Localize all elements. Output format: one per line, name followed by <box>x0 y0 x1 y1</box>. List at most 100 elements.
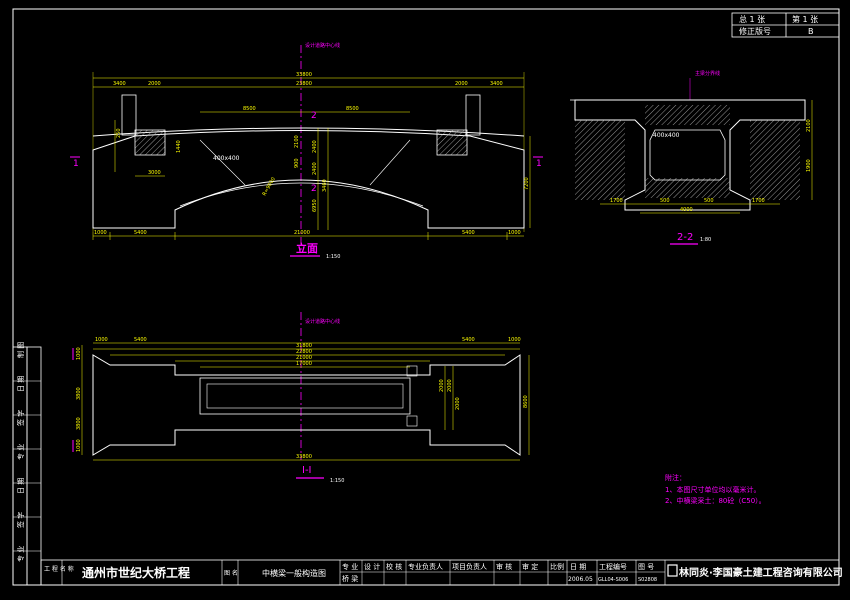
section22-bottom-dim: 1700 <box>610 198 623 204</box>
notes-line: 2、中横梁采土：80砼（C50）。 <box>665 496 766 505</box>
plan-top-dim: 1000 <box>95 337 108 343</box>
elevation-bottom-dim: 1000 <box>94 230 107 236</box>
number-label: 工程编号 <box>599 562 627 571</box>
project-name: 通州市世纪大桥工程 <box>82 565 190 580</box>
elevation-mid-dim: 8500 <box>243 106 256 112</box>
elevation-top-dim: 2000 <box>148 81 161 87</box>
sheet-index: 第 1 张 <box>792 14 818 24</box>
role-value: 桥 梁 <box>342 574 358 583</box>
section22-bottom-dim: 500 <box>704 198 714 204</box>
plan-overall-dim: 31800 <box>296 343 312 349</box>
elevation-bottom-dim: 21000 <box>294 230 310 236</box>
sheet-no-label: 图 号 <box>638 563 654 571</box>
role-header: 校 核 <box>386 562 402 571</box>
elevation-title: 立面 <box>296 241 318 255</box>
notes: 附注： 1、本图尺寸单位均以毫米计。 2、中横梁采土：80砼（C50）。 <box>665 473 766 505</box>
revision-label: 修正版号 <box>739 26 771 36</box>
elevation-misc-dim: 900 <box>294 158 300 168</box>
role-header: 专 业 <box>342 562 358 571</box>
plan-left-dim: 1000 <box>76 347 82 360</box>
notes-title: 附注： <box>665 473 686 482</box>
plan-scale: 1:150 <box>330 478 344 484</box>
left-strip-label: 制 图 <box>16 342 25 358</box>
plan-top-dim: 5400 <box>134 337 147 343</box>
left-strip-label: 日 期 <box>17 376 25 392</box>
plan-centerline-label: 设计道路中心线 <box>305 318 340 325</box>
elevation-section-mark: 2 <box>311 184 317 194</box>
notes-line: 1、本图尺寸单位均以毫米计。 <box>665 485 760 494</box>
section22-bottom-total: 4000 <box>680 207 693 213</box>
elevation-center-dim: 2400 <box>312 162 318 175</box>
section22-box-label: 400x400 <box>653 132 680 139</box>
section-2-2-view: 主梁分界线 400x400 1700 500 500 1700 4000 210… <box>570 70 813 245</box>
section22-bottom-dim: 1700 <box>752 198 765 204</box>
elevation-bottom-dim: 1000 <box>508 230 521 236</box>
section22-label: 主梁分界线 <box>695 70 720 77</box>
plan-overall-dim: 17000 <box>296 361 312 367</box>
role-header: 审 定 <box>522 562 538 571</box>
role-header: 设 计 <box>364 562 380 571</box>
sheet-header: 总 1 张 第 1 张 修正版号 B <box>731 12 840 38</box>
ratio-label: 比例 <box>550 562 564 571</box>
elevation-section-mark: 1 <box>536 159 542 169</box>
company-logo-icon <box>667 564 678 577</box>
elevation-top-dim: 2000 <box>455 81 468 87</box>
plan-right-dim: 2000 <box>447 379 453 392</box>
elevation-center-dim: 3460 <box>322 179 328 192</box>
elevation-left-dim: 250 <box>116 128 122 138</box>
role-header: 专业负责人 <box>408 562 443 571</box>
elevation-center-dim: 6950 <box>312 199 318 212</box>
left-strip: 制 图 日 期 签 字 专 业 日 期 签 字 专 业 <box>12 342 42 586</box>
elevation-section-mark: 1 <box>73 159 79 169</box>
section22-scale: 1:80 <box>700 237 711 243</box>
elevation-top-dim: 3400 <box>490 81 503 87</box>
elevation-box-label: 400x400 <box>213 155 240 162</box>
elevation-misc-dim: 2100 <box>294 135 300 148</box>
plan-overall-dim: 21000 <box>296 355 312 361</box>
role-header: 审 核 <box>496 562 512 571</box>
plan-overall-dim: 22800 <box>296 349 312 355</box>
plan-right-dim: 2000 <box>455 397 461 410</box>
plan-view: 设计道路中心线 1000 5400 5400 1000 31800 22800 … <box>72 312 530 484</box>
elevation-left-dim: 1440 <box>176 140 182 153</box>
elevation-bottom-dim: 5400 <box>462 230 475 236</box>
left-strip-label: 专 业 <box>16 444 25 460</box>
drawing-label: 图 名 <box>224 569 238 577</box>
elevation-overall-dim-2: 23800 <box>296 81 312 87</box>
elevation-bottom-dim: 5400 <box>134 230 147 236</box>
project-label: 工 程 名 称 <box>44 565 74 573</box>
section22-title: 2-2 <box>677 232 693 243</box>
elevation-overall-dim: 33800 <box>296 72 312 78</box>
number-value: GLL04-S006 <box>598 577 628 583</box>
plan-right-dim: 2000 <box>439 379 445 392</box>
section22-right-dim: 2100 <box>806 119 812 132</box>
plan-left-dim: 1000 <box>76 439 82 452</box>
drawing-name: 中横梁一般构造图 <box>262 568 326 578</box>
elevation-mid-dim: 8500 <box>346 106 359 112</box>
left-strip-label: 专 业 <box>16 546 25 562</box>
plan-title: I-I <box>302 465 312 476</box>
elevation-view: 设计道路中心线 33800 23800 3400 2000 2000 3400 … <box>70 42 543 260</box>
section22-right-dim: 1900 <box>806 159 812 172</box>
elevation-center-dim: 2400 <box>312 140 318 153</box>
left-strip-label: 签 字 <box>16 410 25 426</box>
date-value: 2006.05 <box>568 576 593 583</box>
plan-bottom-dim: 33800 <box>296 454 312 460</box>
plan-left-dim: 3800 <box>76 387 82 400</box>
section22-bottom-dim: 500 <box>660 198 670 204</box>
elevation-arch-label: R=9000 <box>262 176 277 197</box>
plan-top-dim: 5400 <box>462 337 475 343</box>
plan-left-dim: 3800 <box>76 417 82 430</box>
plan-right-dim: 8600 <box>523 395 529 408</box>
elevation-scale: 1:150 <box>326 254 340 260</box>
revision-value: B <box>808 27 814 36</box>
elevation-right-dim: 7200 <box>524 177 530 190</box>
sheet-total: 总 1 张 <box>739 14 765 24</box>
date-label: 日 期 <box>570 563 586 571</box>
sheet-no-value: S02808 <box>638 577 657 583</box>
title-block: 工 程 名 称 通州市世纪大桥工程 图 名 中横梁一般构造图 专 业 设 计 校… <box>40 559 843 586</box>
role-header: 项目负责人 <box>452 562 487 571</box>
left-strip-label: 签 字 <box>16 512 25 528</box>
plan-top-dim: 1000 <box>508 337 521 343</box>
